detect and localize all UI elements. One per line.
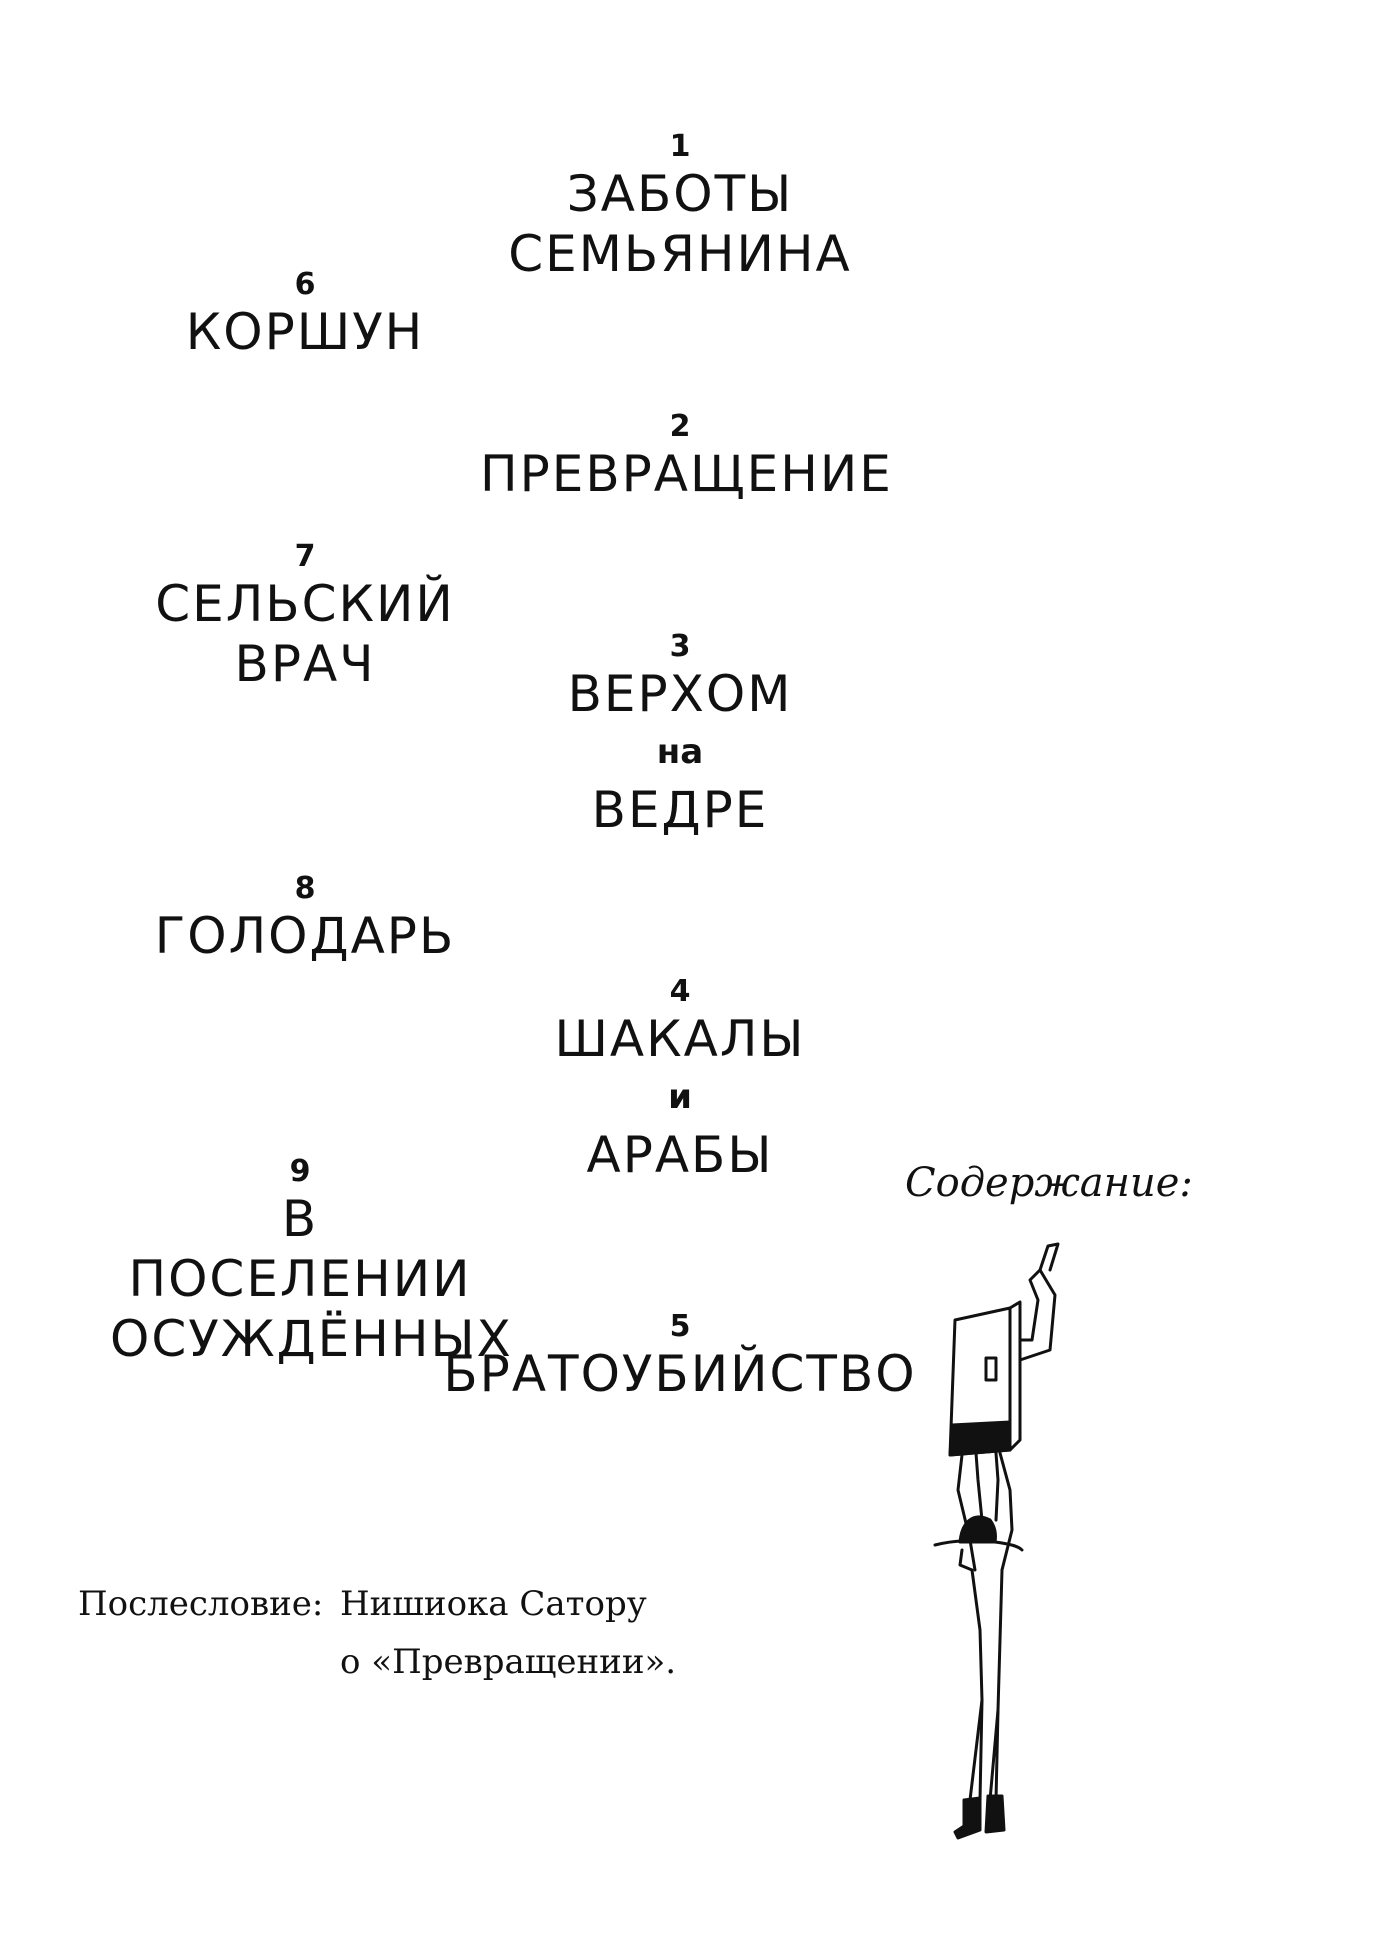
entry-title: ЗАБОТЫ (566, 165, 794, 223)
afterword-author: Нишиока Сатору (340, 1584, 647, 1624)
entry-number: 4 (669, 974, 691, 1009)
entry-title: СЕЛЬСКИЙ (155, 575, 455, 633)
afterword-label: Послесловие: (78, 1584, 324, 1624)
entry-number: 6 (294, 267, 316, 302)
toc-entry-2: 2 ПРЕВРАЩЕНИЕ (480, 409, 893, 504)
entry-number: 2 (669, 409, 691, 444)
entry-title: ГОЛОДАРЬ (154, 907, 456, 965)
entry-title: СЕМЬЯНИНА (508, 225, 852, 283)
entry-number: 1 (669, 129, 691, 164)
entry-number: 8 (294, 871, 316, 906)
toc-entry-6: 6 КОРШУН (150, 268, 460, 362)
entry-title: КОРШУН (185, 303, 425, 361)
entry-title: БРАТОУБИЙСТВО (443, 1345, 917, 1403)
toc-entry-7: 7 СЕЛЬСКИЙ ВРАЧ (150, 540, 460, 694)
entry-number: 3 (669, 629, 691, 664)
afterword-title: о «Превращении». (340, 1642, 677, 1682)
toc-entry-4: 4 ШАКАЛЫ и АРАБЫ (480, 975, 880, 1185)
toc-entry-5: 5 БРАТОУБИЙСТВО (430, 1310, 930, 1404)
entry-title: ВЕРХОМ (567, 665, 793, 723)
toc-entry-3: 3 ВЕРХОМ на ВЕДРЕ (480, 630, 880, 840)
entry-number: 5 (669, 1309, 691, 1344)
entry-title: ОСУЖДЁННЫХ (110, 1310, 513, 1368)
entry-title: ШАКАЛЫ (554, 1010, 806, 1068)
entry-title: В ПОСЕЛЕНИИ (128, 1190, 472, 1308)
entry-conjunction: на (656, 732, 704, 772)
entry-title: ВРАЧ (234, 635, 376, 693)
entry-title: АРАБЫ (586, 1126, 774, 1184)
entry-number: 7 (294, 539, 316, 574)
toc-heading: Содержание: (905, 1160, 1193, 1206)
entry-conjunction: и (668, 1077, 692, 1117)
entry-title: ПРЕВРАЩЕНИЕ (480, 445, 893, 503)
toc-entry-8: 8 ГОЛОДАРЬ (150, 872, 460, 966)
entry-title: ВЕДРЕ (591, 781, 769, 839)
toc-entry-9: 9 В ПОСЕЛЕНИИ ОСУЖДЁННЫХ (110, 1154, 513, 1369)
entry-number: 9 (289, 1154, 311, 1189)
man-carrying-bucket-illustration (933, 1242, 1060, 1840)
toc-entry-1: 1 ЗАБОТЫ СЕМЬЯНИНА (480, 130, 880, 284)
